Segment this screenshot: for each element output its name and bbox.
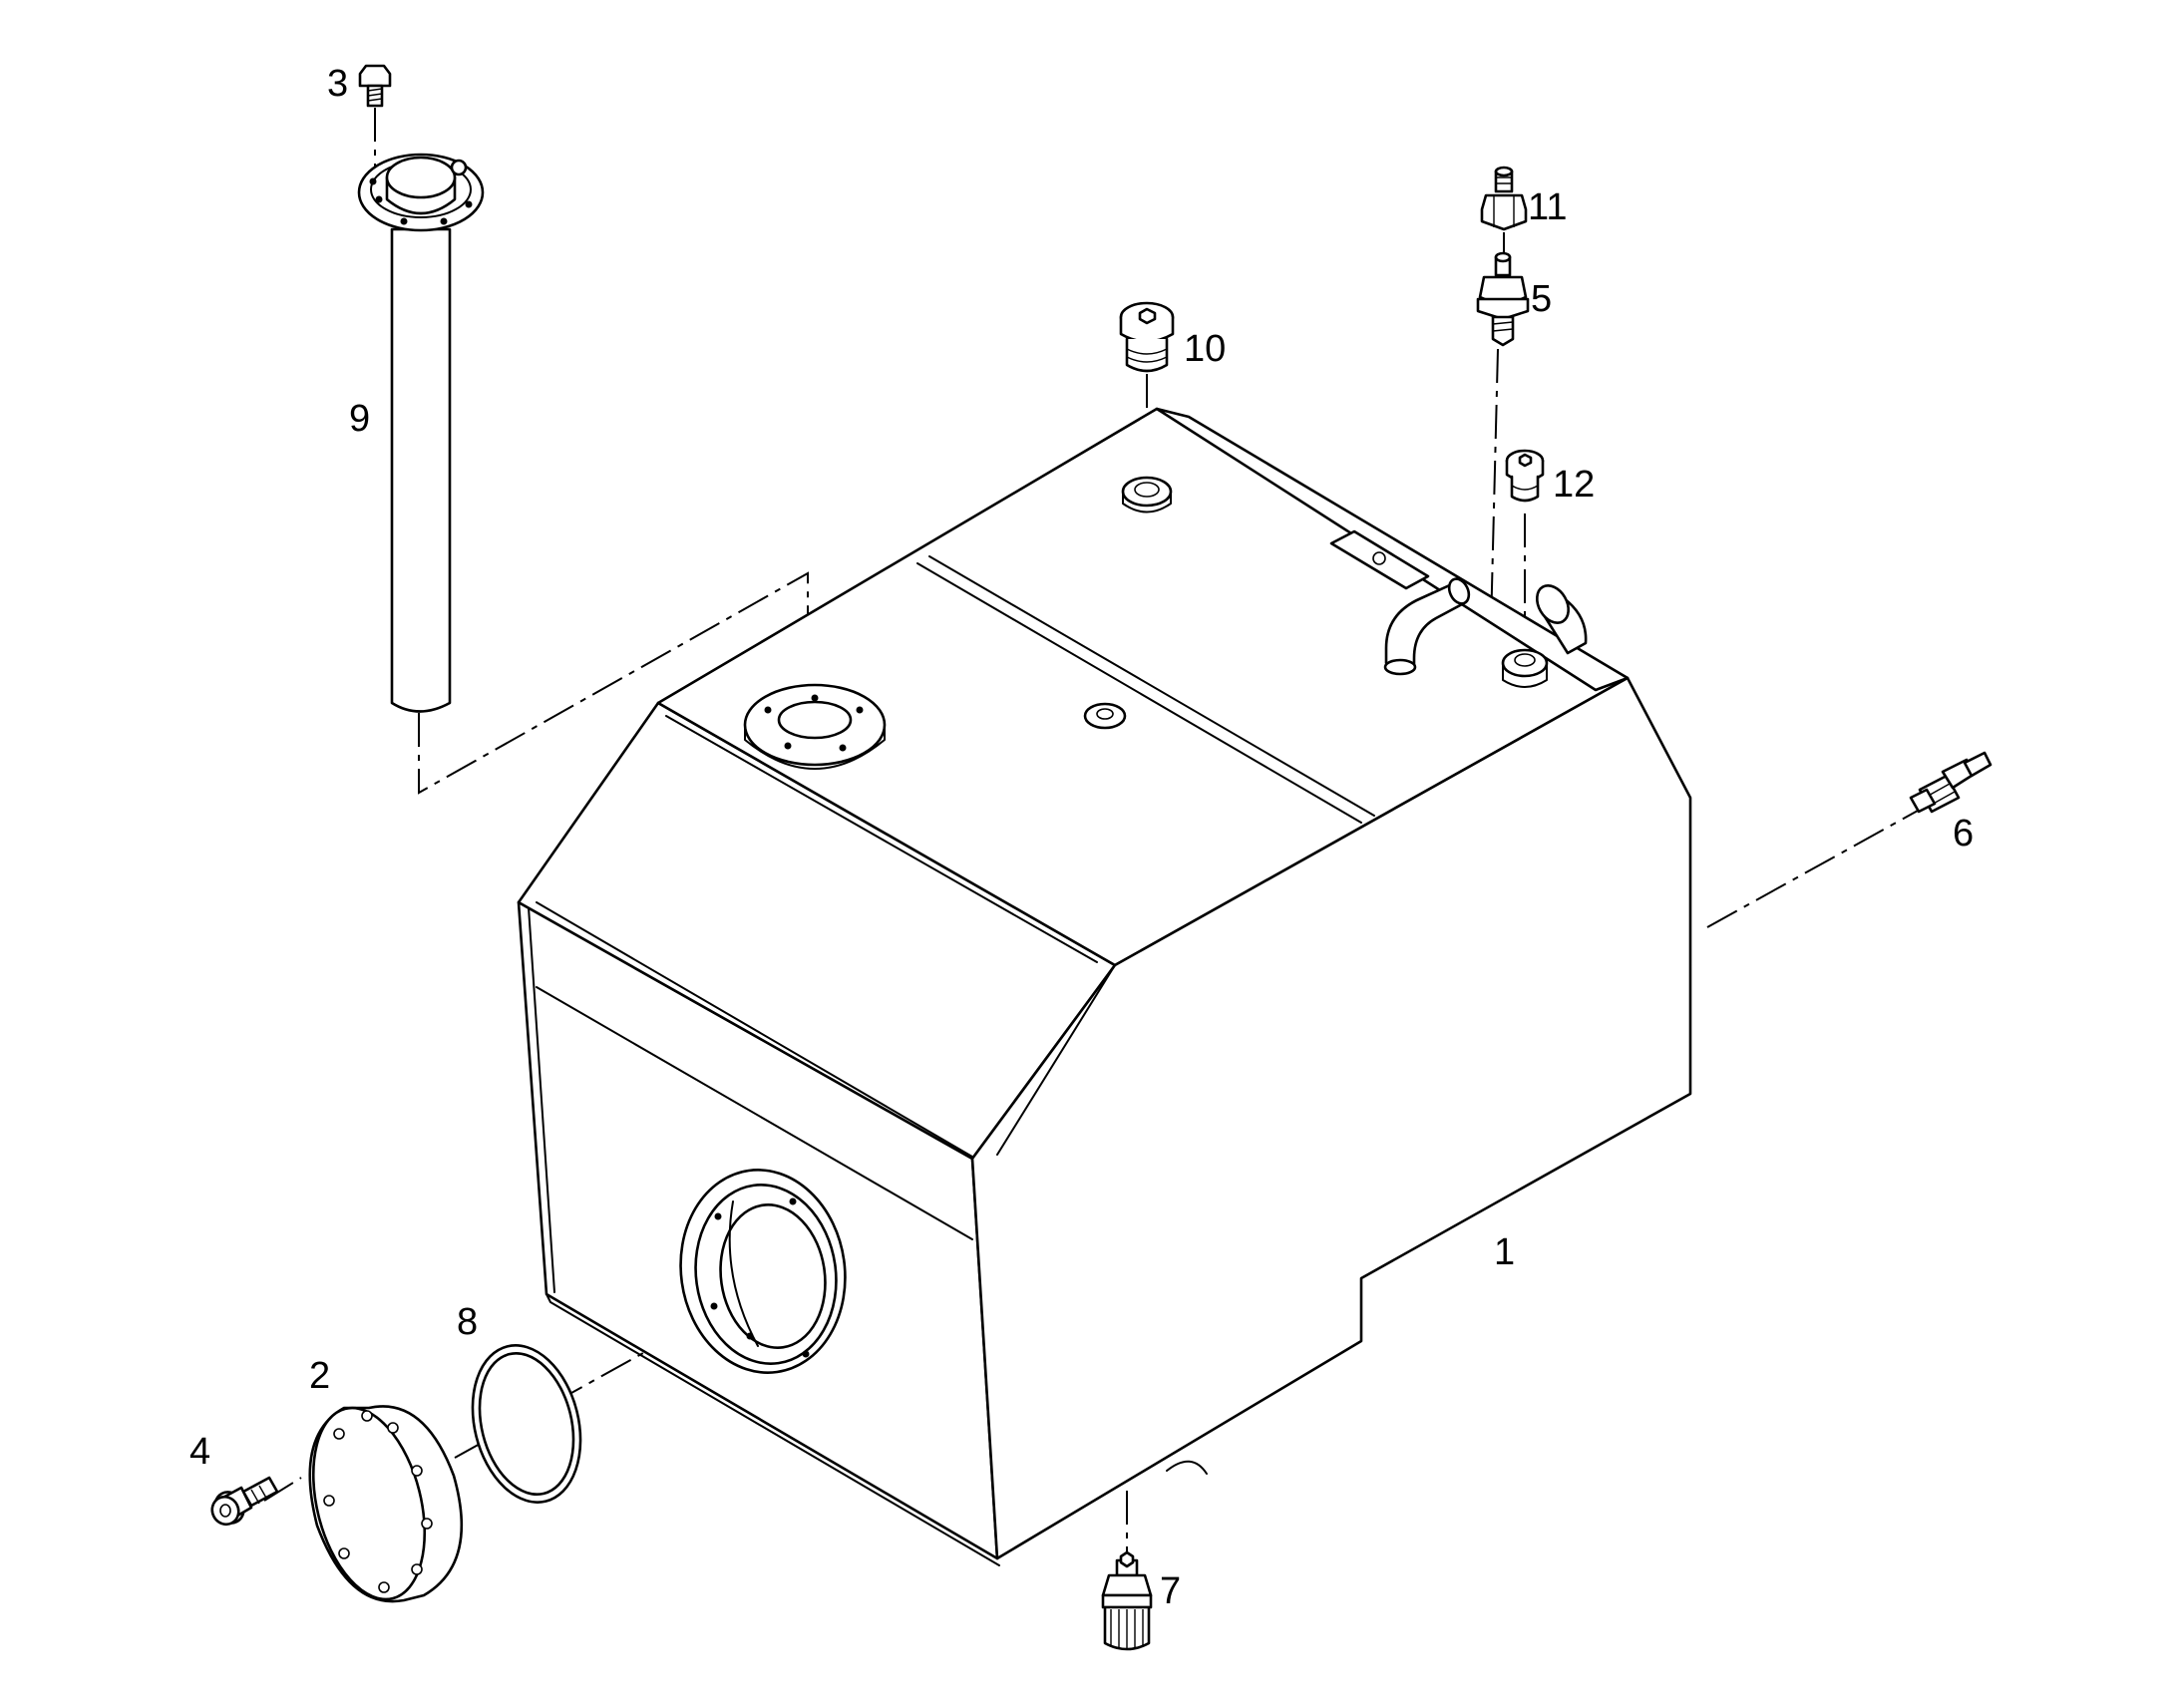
- tank-top-seam-a: [916, 562, 1362, 824]
- tank-opening-depth: [728, 1200, 759, 1347]
- callout-5: 5: [1531, 278, 1552, 320]
- fitting-6: [1909, 751, 1993, 814]
- callout-4: 4: [189, 1431, 210, 1473]
- tank-side-opening-inner: [719, 1203, 827, 1349]
- leader-sender-to-tank: [418, 571, 809, 795]
- callout-12: 12: [1553, 464, 1595, 506]
- cover-plate-2: [308, 1405, 464, 1603]
- callout-1: 1: [1494, 1231, 1515, 1273]
- tank-right-face: [970, 676, 1692, 1560]
- callout-8: 8: [457, 1301, 478, 1343]
- tank-top-seam-b: [928, 555, 1375, 817]
- fitting-11: [1480, 166, 1528, 231]
- leader-screw-4: [263, 1477, 302, 1502]
- sender-tube: [390, 227, 452, 713]
- tank-chamfer-edge-b: [536, 986, 973, 1240]
- tank-sender-flange-bore: [777, 700, 853, 740]
- fitting-5: [1476, 251, 1530, 347]
- callout-7: 7: [1160, 1570, 1181, 1612]
- callout-6: 6: [1953, 813, 1974, 854]
- callout-9: 9: [349, 398, 370, 440]
- tank-top-front-edge: [665, 715, 1098, 963]
- drain-plug-7: [1101, 1550, 1153, 1651]
- callout-10: 10: [1184, 328, 1226, 370]
- plug-12: [1505, 449, 1545, 503]
- callout-11: 11: [1528, 186, 1567, 228]
- tank-body: [517, 407, 1692, 1566]
- plug-10: [1119, 301, 1175, 373]
- tank-front-rim: [528, 906, 555, 1293]
- leader-fitting-6: [1706, 805, 1928, 928]
- tank-bottom-bump: [1166, 1460, 1208, 1475]
- callout-2: 2: [309, 1355, 330, 1397]
- tank-right-upper-bevel: [996, 964, 1116, 1156]
- callout-labels: 1 2 3 4 5 6 7 8 9 10 11 12: [189, 63, 1974, 1612]
- fuel-sender-unit: [357, 153, 485, 713]
- screw-3: [358, 64, 392, 108]
- callout-3: 3: [327, 63, 348, 105]
- tank-front-bottom-rim: [545, 1293, 1000, 1566]
- screw-4: [210, 1476, 279, 1527]
- o-ring-8: [471, 1344, 582, 1504]
